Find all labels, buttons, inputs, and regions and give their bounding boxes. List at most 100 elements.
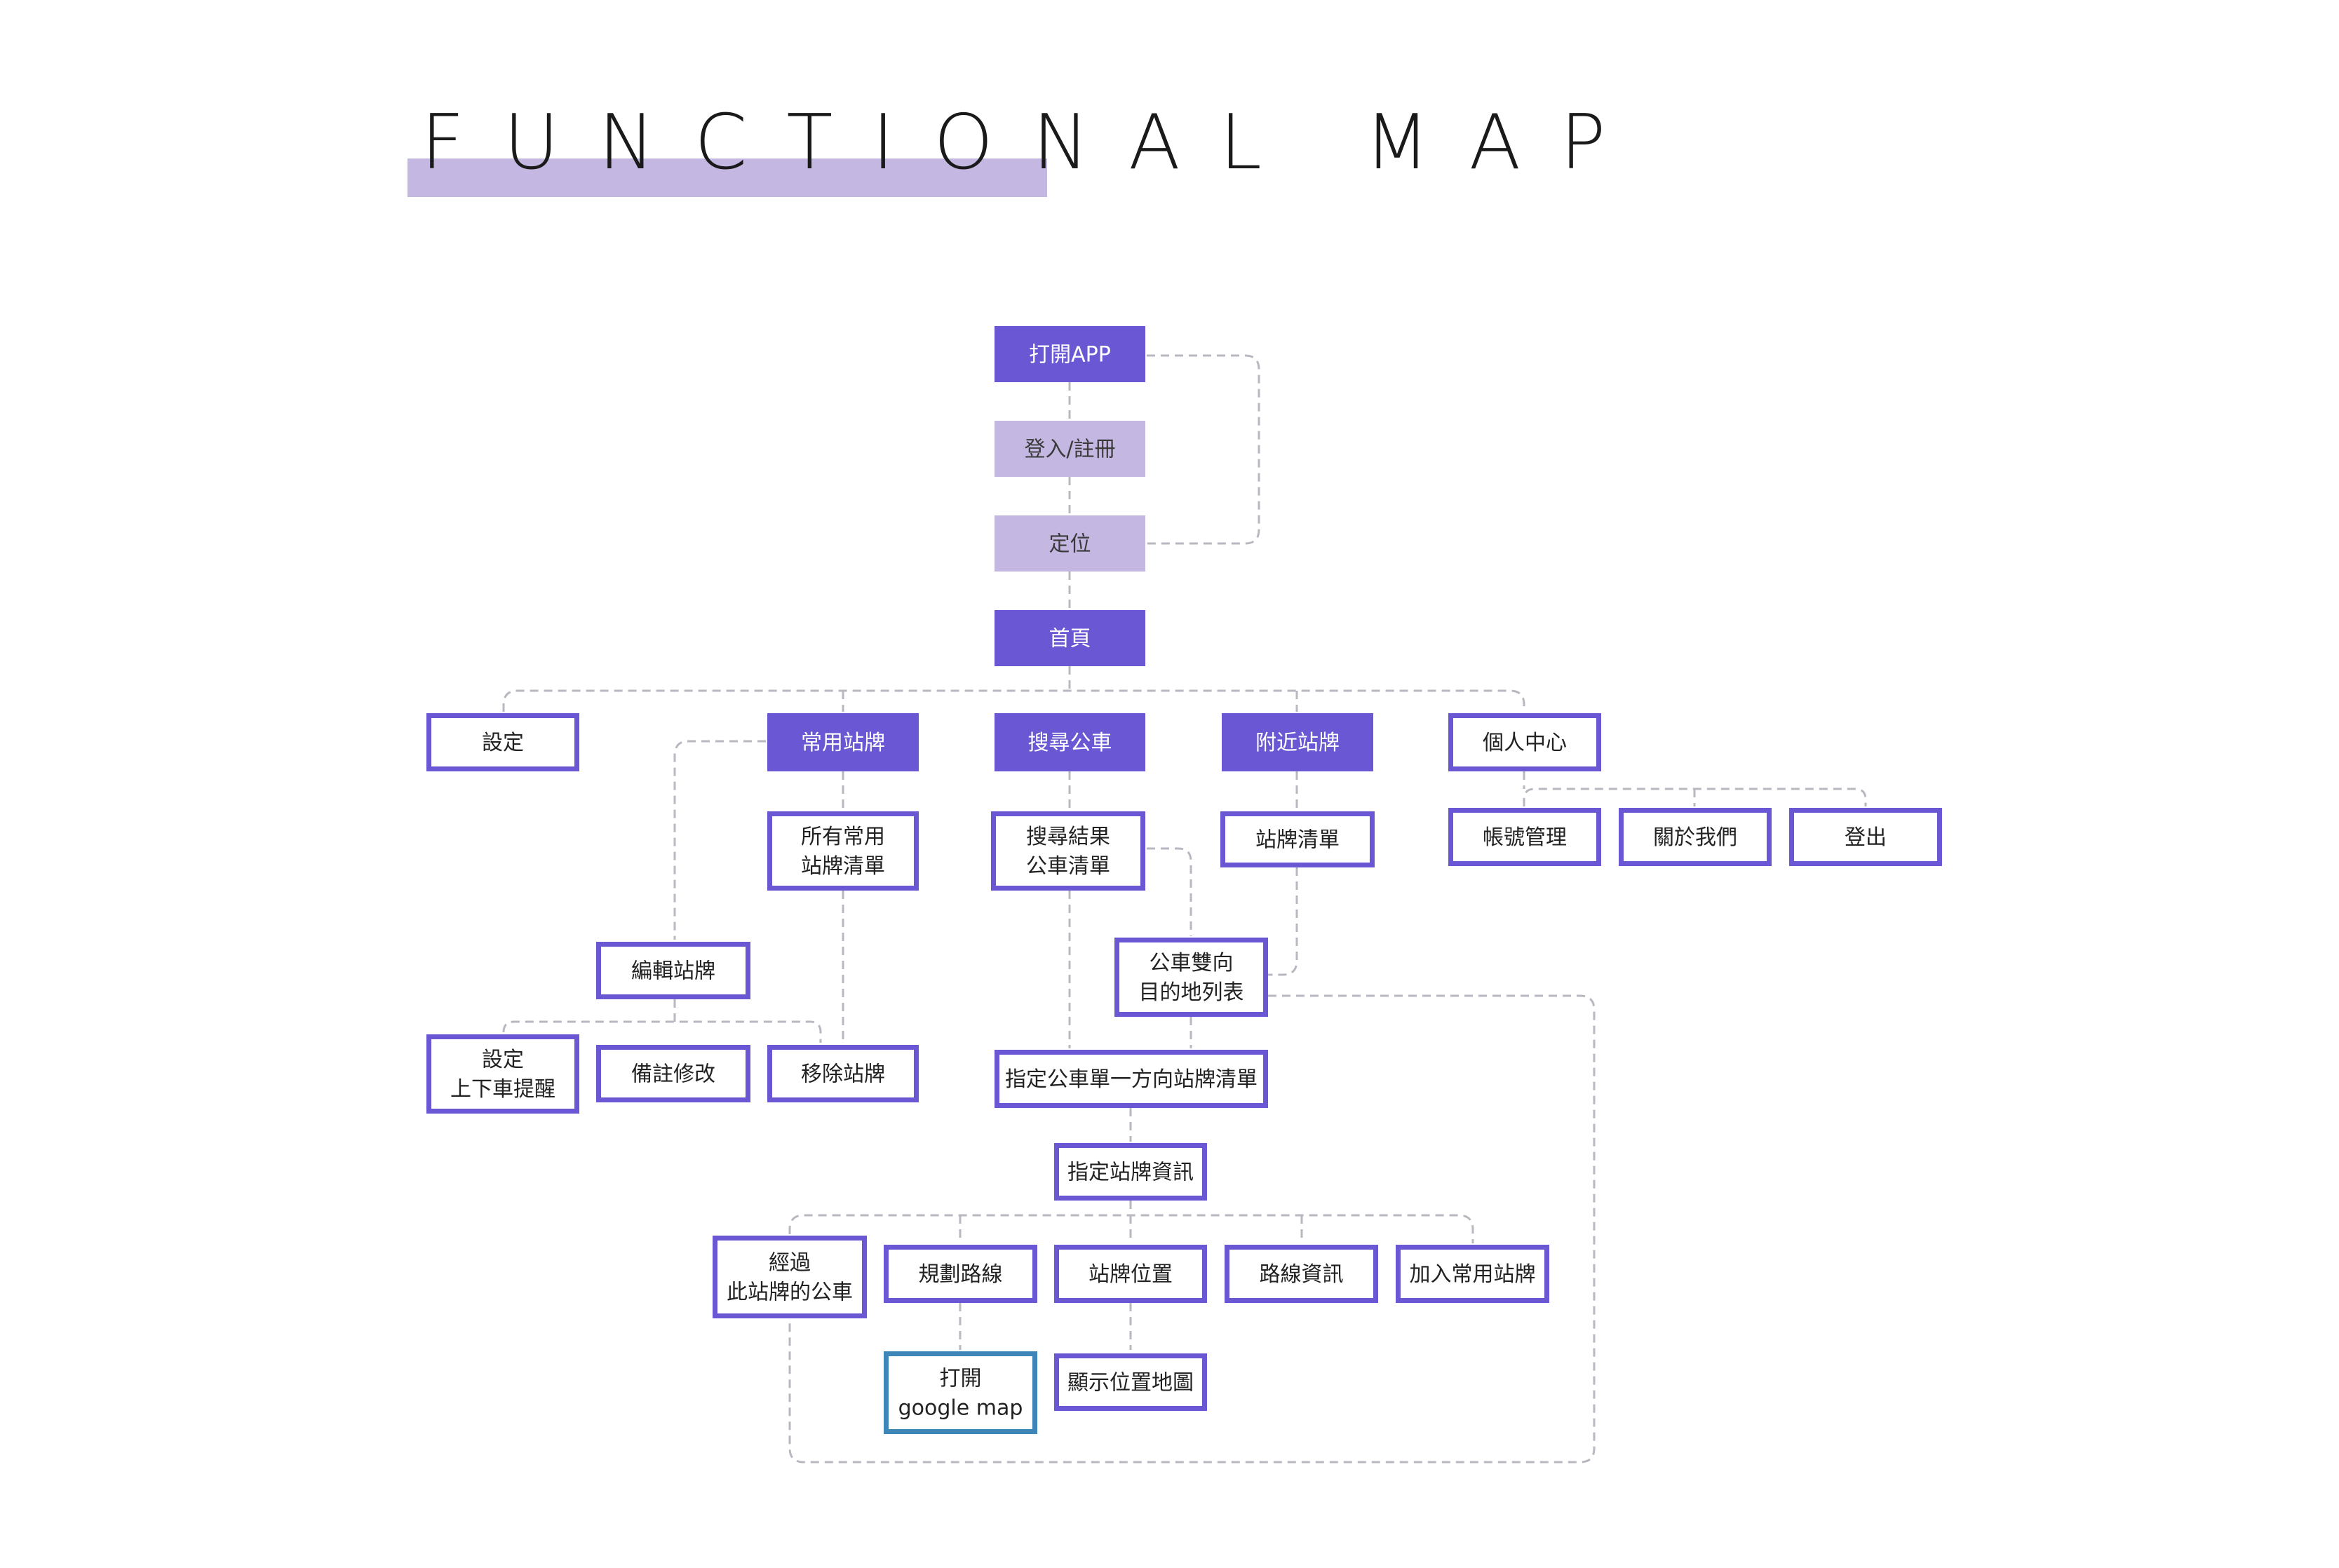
node-label: 加入常用站牌 [1410,1262,1536,1287]
node-locate: 定位 [995,515,1145,572]
connector [673,740,766,940]
node-plan-route: 規劃路線 [884,1245,1037,1303]
node-box [1619,808,1772,866]
node-favorite-stops: 常用站牌 [767,713,919,771]
node-box [995,326,1145,382]
connector-lines [502,354,1867,1464]
node-box [884,1245,1037,1303]
node-search-bus: 搜尋公車 [995,713,1145,771]
node-box [426,1034,579,1114]
node-box [596,1045,750,1102]
node-label: 個人中心 [1483,731,1567,755]
node-show-location-map: 顯示位置地圖 [1054,1353,1207,1411]
node-box [1114,938,1268,1017]
node-label: 設定 [482,1048,524,1072]
node-box [1054,1245,1207,1303]
node-remove-stop: 移除站牌 [767,1045,919,1102]
title-highlight-bar [407,158,1047,197]
node-edit-note: 備註修改 [596,1045,750,1102]
node-label: 目的地列表 [1139,980,1244,1005]
node-box [596,942,750,999]
node-label: 顯示位置地圖 [1067,1371,1194,1395]
node-label: 移除站牌 [801,1062,885,1087]
node-box [1222,713,1373,771]
node-box [767,1045,919,1102]
node-box [995,713,1145,771]
node-box [1220,811,1375,867]
node-label: 備註修改 [631,1062,715,1087]
node-nearby-stops: 附近站牌 [1222,713,1373,771]
page-title: FUNCTIONAL MAP [421,99,1645,187]
node-box [426,713,579,771]
diagram-nodes: 打開APP登入/註冊定位首頁設定常用站牌搜尋公車附近站牌個人中心所有常用站牌清單… [426,326,1942,1434]
node-box [1396,1245,1549,1303]
node-label: 上下車提醒 [450,1077,555,1102]
node-box [1225,1245,1378,1303]
node-label: 登出 [1845,825,1887,850]
node-personal-center: 個人中心 [1448,713,1601,771]
node-box [1054,1143,1207,1201]
connector [502,1020,822,1043]
node-label: 站牌位置 [1088,1262,1173,1287]
node-label: 設定 [482,731,524,755]
node-account-management: 帳號管理 [1448,808,1601,866]
node-label: 站牌清單 [1255,828,1340,853]
node-box [995,515,1145,572]
node-box [995,421,1145,477]
node-box [995,610,1145,666]
node-edit-stop: 編輯站牌 [596,942,750,999]
node-box [713,1236,867,1318]
node-label: 指定站牌資訊 [1067,1161,1194,1185]
node-label: 公車雙向 [1150,951,1234,975]
node-box [767,811,919,891]
node-label: 站牌清單 [801,854,885,879]
node-label: 帳號管理 [1483,825,1567,850]
node-label: 規劃路線 [919,1262,1003,1287]
connector [1147,847,1192,936]
node-label: 關於我們 [1653,825,1737,850]
node-login: 登入/註冊 [995,421,1145,477]
node-label: 公車清單 [1026,854,1110,879]
node-stop-info: 指定站牌資訊 [1054,1143,1207,1201]
node-label: google map [898,1396,1023,1421]
node-label: 打開 [940,1367,982,1391]
node-label: 所有常用 [801,825,885,849]
node-label: 定位 [1049,532,1091,557]
node-box [1448,713,1601,771]
node-box [1448,808,1601,866]
node-label: 路線資訊 [1260,1262,1344,1287]
node-box [995,1050,1268,1108]
node-box [1789,808,1942,866]
node-box [767,713,919,771]
node-open-app: 打開APP [995,326,1145,382]
node-label: 經過 [769,1251,811,1276]
node-home: 首頁 [995,610,1145,666]
node-label: 搜尋公車 [1028,731,1112,755]
node-route-info: 路線資訊 [1225,1245,1378,1303]
node-label: 搜尋結果 [1026,825,1110,849]
node-box [991,811,1145,891]
node-box [1054,1353,1207,1411]
node-label: 常用站牌 [801,731,885,755]
connector [502,689,1525,712]
node-direction-stop-list: 指定公車單一方向站牌清單 [995,1050,1268,1108]
node-stop-list: 站牌清單 [1220,811,1375,867]
node-about-us: 關於我們 [1619,808,1772,866]
node-label: 編輯站牌 [631,959,715,984]
node-add-favorite: 加入常用站牌 [1396,1245,1549,1303]
connector [1147,354,1260,545]
node-label: 登入/註冊 [1024,438,1115,462]
node-label: 此站牌的公車 [727,1280,853,1305]
node-open-google-map: 打開 google map [884,1351,1037,1434]
node-logout: 登出 [1789,808,1942,866]
node-label: 首頁 [1049,627,1091,651]
node-label: 附近站牌 [1255,731,1340,755]
node-stop-location: 站牌位置 [1054,1245,1207,1303]
node-settings: 設定 [426,713,579,771]
